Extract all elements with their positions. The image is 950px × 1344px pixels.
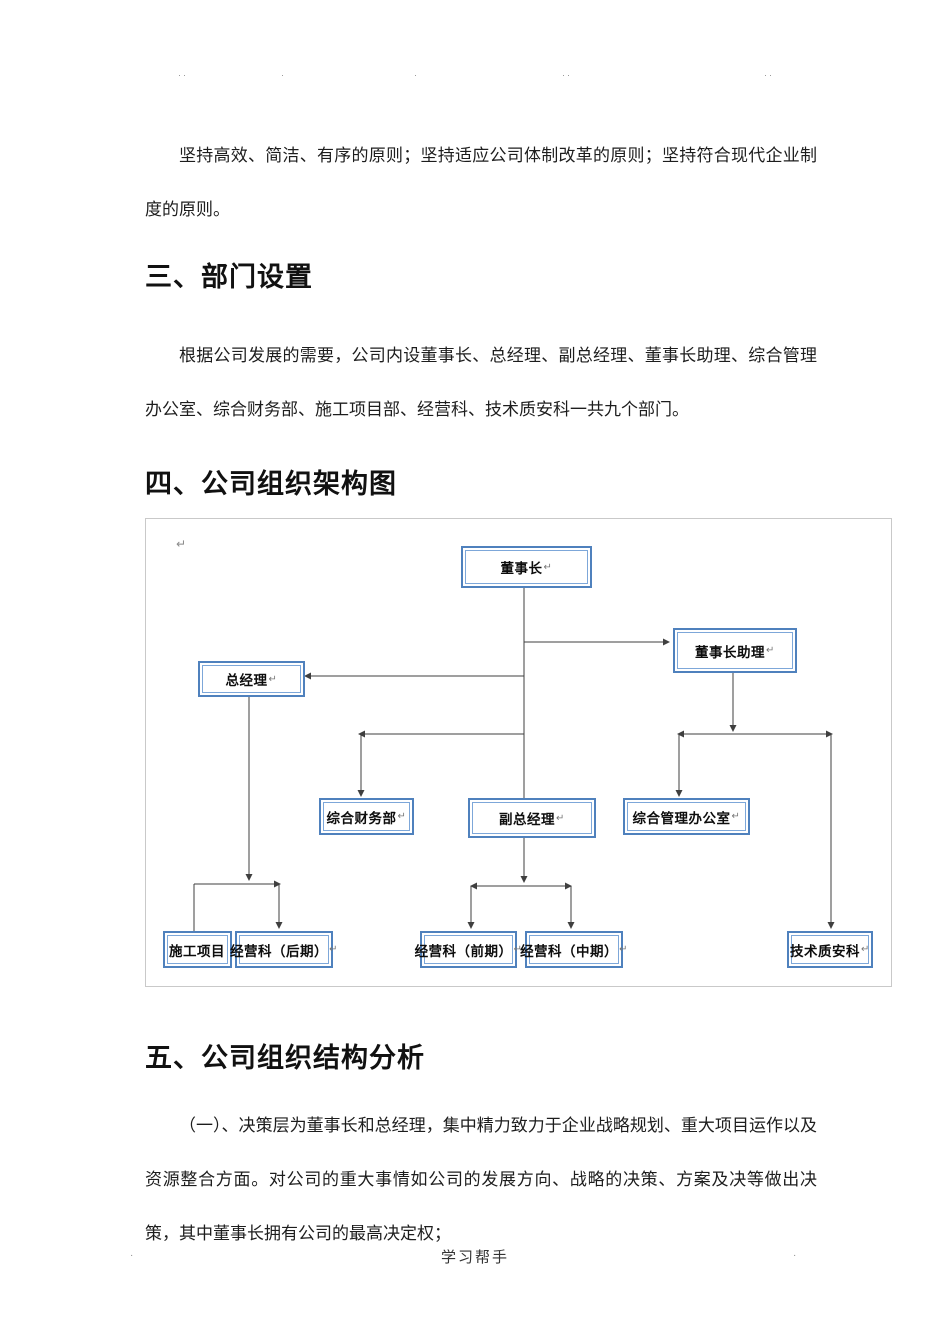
org-node-chairman: 董事长↵: [461, 546, 592, 588]
faded-header-mark: ··: [764, 70, 774, 80]
faded-header-mark: ·: [414, 70, 419, 80]
org-node-label: 施工项目: [169, 943, 225, 959]
return-mark: ↵: [766, 645, 775, 656]
arrowheads: [245, 638, 835, 929]
paragraph-principles: 坚持高效、简洁、有序的原则；坚持适应公司体制改革的原则；坚持符合现代企业制度的原…: [145, 146, 817, 219]
heading-section-5: 五、公司组织结构分析: [145, 1043, 425, 1073]
return-mark: ↵: [861, 944, 870, 955]
org-chart: ↵: [145, 518, 892, 987]
org-chart-connectors: [193, 584, 835, 931]
org-node-operations-early: 经营科（前期）↵: [415, 931, 522, 968]
heading-section-4: 四、公司组织架构图: [145, 469, 397, 499]
org-node-label: 经营科（前期）: [414, 943, 513, 959]
heading-section-3: 三、部门设置: [145, 262, 313, 292]
org-node-label: 经营科（后期）: [230, 943, 329, 959]
footer-left-mark: ·: [130, 1250, 134, 1261]
paragraph-departments: 根据公司发展的需要，公司内设董事长、总经理、副总经理、董事长助理、综合管理办公室…: [145, 346, 817, 419]
org-node-label: 技术质安科: [790, 943, 861, 959]
org-node-label: 副总经理: [499, 812, 556, 827]
paragraph-structure-analysis: （一）、决策层为董事长和总经理，集中精力致力于企业战略规划、重大项目运作以及资源…: [145, 1116, 817, 1243]
faded-header-mark: ··: [178, 70, 188, 80]
faded-header-mark: ·: [281, 70, 286, 80]
org-node-label: 综合管理办公室: [632, 810, 731, 826]
footer-right-mark: ·: [793, 1250, 797, 1261]
return-mark: ↵: [329, 944, 338, 955]
return-mark: ↵: [268, 673, 278, 685]
org-node-chairman-assistant: 董事长助理↵: [673, 628, 797, 673]
org-node-operations-mid: 经营科（中期）↵: [520, 931, 627, 968]
return-mark: ↵: [543, 561, 553, 573]
return-mark: ↵: [619, 944, 628, 955]
org-node-general-manager: 总经理↵: [198, 661, 305, 697]
org-node-operations-late: 经营科（后期）↵: [230, 931, 337, 968]
return-mark: ↵: [731, 811, 741, 822]
org-node-label: 董事长助理: [695, 644, 766, 660]
org-node-tech-quality-safety: 技术质安科↵: [787, 931, 873, 968]
org-node-label: 经营科（中期）: [520, 943, 619, 959]
org-node-deputy-general-manager: 副总经理↵: [468, 798, 596, 838]
return-mark: ↵: [513, 944, 523, 955]
org-node-label: 董事长: [500, 561, 543, 576]
org-node-admin-office: 综合管理办公室↵: [623, 798, 750, 835]
org-node-construction-project: 施工项目: [163, 931, 232, 968]
return-mark: ↵: [556, 812, 565, 824]
org-node-label: 综合财务部: [326, 810, 397, 826]
org-node-label: 总经理: [225, 673, 268, 688]
faded-header-mark: ··: [562, 70, 572, 80]
page-footer: 学习帮手: [440, 1250, 509, 1266]
paragraph-return-mark: ↵: [176, 537, 187, 551]
org-node-finance-dept: 综合财务部↵: [319, 798, 414, 835]
return-mark: ↵: [397, 811, 407, 822]
